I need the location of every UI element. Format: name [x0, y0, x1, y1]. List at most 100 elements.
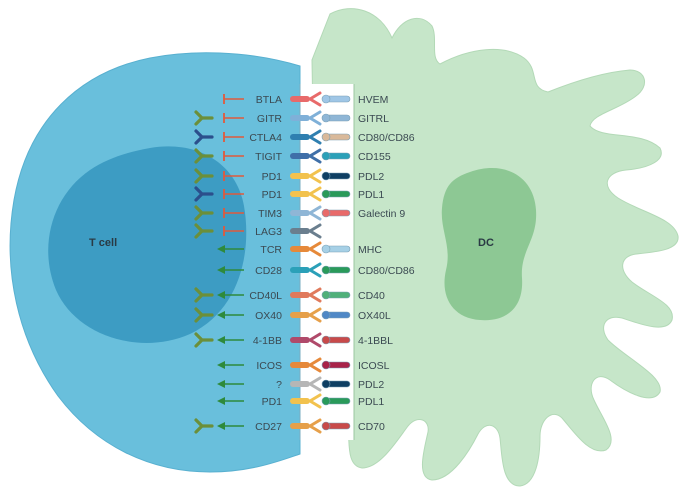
stimulatory-arrowhead	[217, 311, 225, 319]
receptor-head	[308, 357, 322, 373]
antibody-icon	[194, 205, 214, 221]
receptor-shape	[290, 398, 310, 404]
ligand-label: PDL1	[358, 189, 384, 201]
receptor-head	[308, 186, 322, 202]
antibody-icon	[194, 418, 214, 434]
t-cell-label: T cell	[89, 237, 117, 249]
receptor-shape	[290, 362, 310, 368]
antibody-icon	[194, 223, 214, 239]
ligand-label: HVEM	[358, 94, 388, 106]
stimulatory-arrowhead	[217, 291, 225, 299]
antibody-icon	[194, 129, 214, 145]
ligand-label: GITRL	[358, 113, 389, 125]
ligand-head	[321, 132, 331, 142]
receptor-shape	[290, 173, 310, 179]
receptor-shape	[290, 134, 310, 140]
receptor-shape	[290, 96, 310, 102]
t-cell	[9, 52, 301, 473]
ligand-head	[321, 244, 331, 254]
ligand-head	[321, 421, 331, 431]
receptor-shape	[290, 381, 310, 387]
receptor-head	[308, 241, 322, 257]
receptor-head	[308, 110, 322, 126]
receptor-label: GITR	[257, 113, 282, 125]
receptor-shape	[290, 267, 310, 273]
dendritic-cell-nucleus	[441, 168, 537, 321]
receptor-label: BTLA	[256, 94, 282, 106]
antibody-icon	[194, 186, 214, 202]
ligand-head	[321, 208, 331, 218]
receptor-label: ICOS	[256, 360, 282, 372]
antibody-icon	[194, 307, 214, 323]
ligand-label: PDL2	[358, 171, 384, 183]
ligand-head	[321, 396, 331, 406]
dc-label: DC	[478, 237, 494, 249]
receptor-shape	[290, 210, 310, 216]
stimulatory-arrowhead	[217, 422, 225, 430]
ligand-head	[321, 189, 331, 199]
t-cell-nucleus	[48, 146, 247, 343]
ligand-label: CD70	[358, 421, 385, 433]
stimulatory-arrowhead	[217, 397, 225, 405]
receptor-shape	[290, 228, 310, 234]
receptor-shape	[290, 153, 310, 159]
ligand-label: CD80/CD86	[358, 132, 415, 144]
receptor-head	[308, 223, 322, 239]
receptor-label: TIGIT	[255, 151, 282, 163]
receptor-shape	[290, 246, 310, 252]
receptor-label: OX40	[255, 310, 282, 322]
receptor-shape	[290, 292, 310, 298]
receptor-head	[308, 262, 322, 278]
ligand-head	[321, 310, 331, 320]
ligand-label: ICOSL	[358, 360, 390, 372]
ligand-head	[321, 379, 331, 389]
receptor-shape	[290, 337, 310, 343]
receptor-label: PD1	[262, 396, 283, 408]
stimulatory-arrowhead	[217, 336, 225, 344]
ligand-head	[321, 151, 331, 161]
receptor-shape	[290, 423, 310, 429]
ligand-label: PDL2	[358, 379, 384, 391]
receptor-head	[308, 129, 322, 145]
dendritic-cell	[311, 8, 679, 487]
antibody-icon	[194, 287, 214, 303]
stimulatory-arrowhead	[217, 361, 225, 369]
receptor-label: CD27	[255, 421, 282, 433]
ligand-label: CD155	[358, 151, 391, 163]
receptor-label: PD1	[262, 171, 283, 183]
ligand-label: MHC	[358, 244, 382, 256]
receptor-shape	[290, 312, 310, 318]
receptor-head	[308, 332, 322, 348]
receptor-head	[308, 148, 322, 164]
receptor-shape	[290, 115, 310, 121]
receptor-label: CTLA4	[249, 132, 282, 144]
ligand-label: OX40L	[358, 310, 391, 322]
ligand-head	[321, 335, 331, 345]
receptor-label: CD28	[255, 265, 282, 277]
antibody-icon	[194, 332, 214, 348]
stimulatory-arrowhead	[217, 380, 225, 388]
receptor-head	[308, 393, 322, 409]
ligand-head	[321, 360, 331, 370]
receptor-label: TCR	[260, 244, 282, 256]
antibody-icon	[194, 168, 214, 184]
receptor-head	[308, 168, 322, 184]
ligand-label: 4-1BBL	[358, 335, 393, 347]
receptor-shape	[290, 191, 310, 197]
ligand-head	[321, 290, 331, 300]
receptor-label: TIM3	[258, 208, 282, 220]
ligand-head	[321, 171, 331, 181]
ligand-label: Galectin 9	[358, 208, 405, 220]
ligand-head	[321, 94, 331, 104]
ligand-head	[321, 113, 331, 123]
receptor-head	[308, 376, 322, 392]
stimulatory-arrowhead	[217, 245, 225, 253]
receptor-head	[308, 91, 322, 107]
ligand-head	[321, 265, 331, 275]
receptor-label: 4-1BB	[253, 335, 282, 347]
antibody-icon	[194, 110, 214, 126]
receptor-head	[308, 287, 322, 303]
receptor-head	[308, 418, 322, 434]
